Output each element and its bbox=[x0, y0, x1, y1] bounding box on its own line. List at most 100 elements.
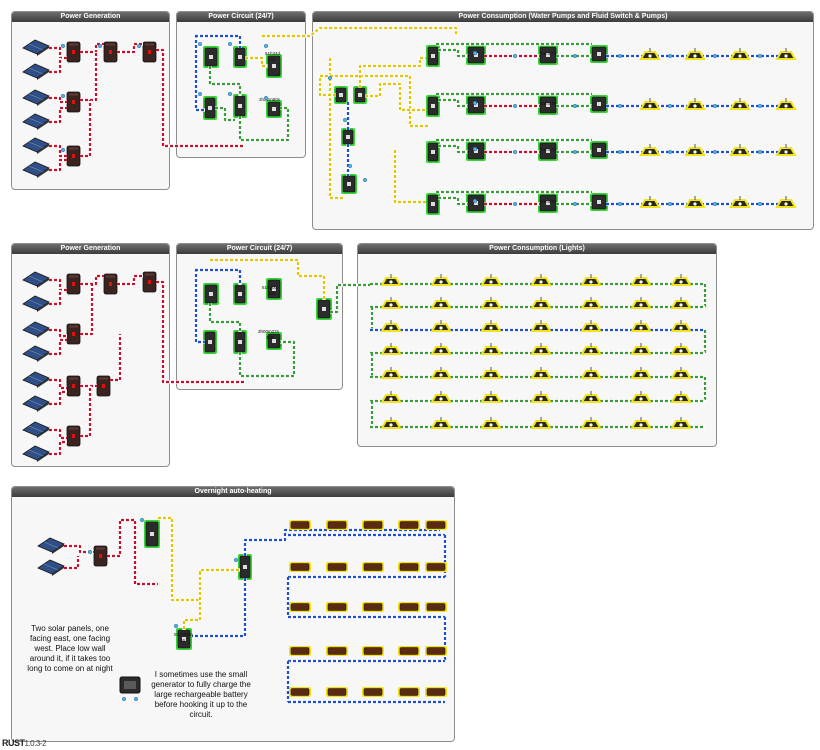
wire bbox=[358, 56, 430, 88]
heater-icon bbox=[425, 602, 447, 612]
electrical-switch-icon bbox=[426, 141, 440, 163]
connector-dot bbox=[227, 91, 233, 97]
ceiling-light-icon bbox=[580, 320, 602, 332]
connector-dot bbox=[342, 117, 348, 123]
electrical-branch-icon bbox=[316, 298, 332, 320]
solar-panel-icon bbox=[22, 113, 50, 130]
battery-icon bbox=[96, 375, 111, 397]
electrical-switch-icon bbox=[238, 554, 252, 580]
heater-icon bbox=[362, 520, 384, 530]
water-pump-icon bbox=[590, 141, 608, 159]
wire bbox=[110, 334, 122, 382]
heater-icon bbox=[326, 646, 348, 656]
wire bbox=[49, 58, 62, 74]
heater-icon bbox=[398, 646, 420, 656]
timer-icon bbox=[176, 628, 192, 650]
fluid-switch-icon bbox=[538, 193, 558, 213]
solar-panel-icon bbox=[22, 371, 50, 388]
wire bbox=[80, 284, 94, 336]
wire bbox=[80, 386, 92, 438]
wire bbox=[438, 48, 468, 58]
wire bbox=[208, 303, 242, 332]
ceiling-light-icon bbox=[729, 196, 751, 208]
battery-icon bbox=[66, 323, 81, 345]
solar-panel-icon bbox=[22, 445, 50, 462]
ceiling-light-icon bbox=[670, 343, 692, 355]
solar-panel-icon bbox=[22, 395, 50, 412]
panel-title: Overnight auto-heating bbox=[12, 487, 454, 497]
connector-dot bbox=[572, 149, 578, 155]
heater-icon bbox=[289, 602, 311, 612]
wire bbox=[238, 106, 290, 142]
heater-icon bbox=[398, 602, 420, 612]
wire bbox=[195, 34, 242, 48]
ceiling-light-icon bbox=[775, 48, 797, 60]
connector-dot bbox=[60, 43, 66, 49]
ceiling-light-icon bbox=[639, 48, 661, 60]
connector-dot bbox=[472, 100, 478, 106]
pump-readout: 34m57s bbox=[540, 101, 557, 106]
timer-readout: 61h20d bbox=[262, 285, 278, 290]
connector-dot bbox=[87, 549, 93, 555]
timer-readout: 100 bbox=[268, 57, 276, 62]
connector-dot bbox=[757, 53, 763, 59]
ceiling-light-icon bbox=[639, 98, 661, 110]
ceiling-light-icon bbox=[630, 391, 652, 403]
ceiling-light-icon bbox=[729, 98, 751, 110]
solar-panel-icon bbox=[22, 321, 50, 338]
connector-dot bbox=[512, 53, 518, 59]
heater-icon bbox=[326, 687, 348, 697]
heater-icon bbox=[362, 562, 384, 572]
connector-dot bbox=[512, 149, 518, 155]
ceiling-light-icon bbox=[380, 274, 402, 286]
wire bbox=[49, 338, 67, 356]
wire bbox=[210, 258, 326, 300]
solar-panel-icon bbox=[22, 63, 50, 80]
fluid-switch-icon bbox=[538, 95, 558, 115]
generator-icon bbox=[119, 676, 141, 694]
heater-icon bbox=[289, 520, 311, 530]
ceiling-light-icon bbox=[684, 144, 706, 156]
wire bbox=[262, 26, 458, 38]
wire bbox=[107, 518, 158, 586]
splitter-icon bbox=[233, 94, 247, 118]
rust-logo: RUST1.0.3-2 bbox=[2, 738, 46, 748]
solar-panel-icon bbox=[22, 345, 50, 362]
ceiling-light-icon bbox=[630, 367, 652, 379]
wire bbox=[49, 96, 67, 104]
connector-dot bbox=[572, 201, 578, 207]
ceiling-light-icon bbox=[380, 367, 402, 379]
ceiling-light-icon bbox=[775, 196, 797, 208]
ceiling-light-icon bbox=[530, 391, 552, 403]
ceiling-light-icon bbox=[530, 274, 552, 286]
timer-readout: 913h59m bbox=[174, 632, 193, 637]
ceiling-light-icon bbox=[670, 391, 692, 403]
wire bbox=[438, 196, 468, 206]
wire bbox=[80, 52, 98, 102]
wire bbox=[117, 274, 143, 286]
battery-icon bbox=[66, 41, 81, 63]
ceiling-light-icon bbox=[380, 343, 402, 355]
splitter-icon bbox=[233, 46, 247, 68]
connector-dot bbox=[173, 623, 179, 629]
connector-dot bbox=[572, 103, 578, 109]
connector-dot bbox=[197, 91, 203, 97]
connector-dot bbox=[197, 41, 203, 47]
connector-dot bbox=[667, 149, 673, 155]
heater-icon bbox=[289, 687, 311, 697]
wire bbox=[238, 340, 296, 378]
ceiling-light-icon bbox=[530, 343, 552, 355]
timer-readout: 16 bbox=[180, 638, 186, 643]
connector-dot bbox=[617, 201, 623, 207]
ceiling-light-icon bbox=[530, 297, 552, 309]
ceiling-light-icon bbox=[430, 274, 452, 286]
splitter-icon bbox=[353, 86, 367, 104]
ceiling-light-icon bbox=[530, 320, 552, 332]
heater-icon bbox=[289, 562, 311, 572]
battery-icon bbox=[66, 375, 81, 397]
ceiling-light-icon bbox=[775, 144, 797, 156]
switch-icon bbox=[203, 330, 217, 354]
wire bbox=[182, 572, 202, 630]
generator-note: I sometimes use the small generator to f… bbox=[151, 670, 251, 719]
wire bbox=[49, 378, 67, 390]
